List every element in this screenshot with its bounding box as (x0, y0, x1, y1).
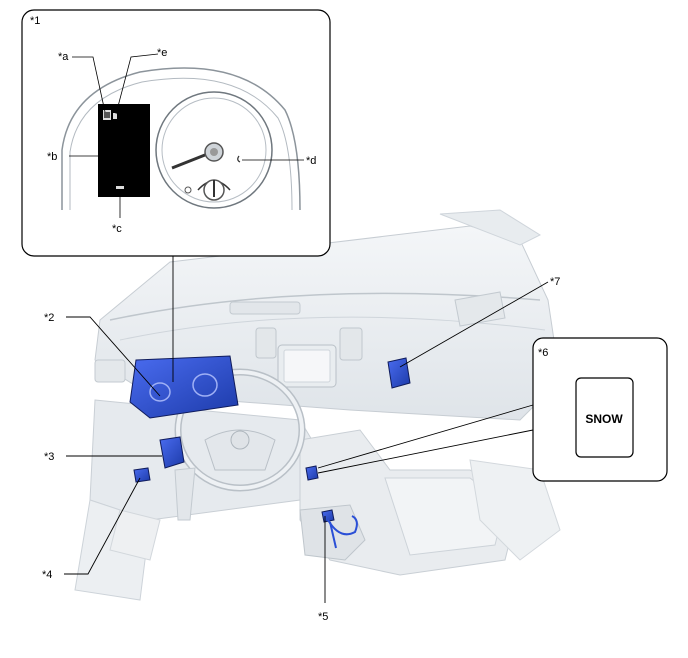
leader-line-4 (64, 477, 141, 575)
inset-snow-switch: SNOW (532, 337, 668, 482)
snow-switch-label: SNOW (585, 412, 623, 426)
callout-c: *c (112, 223, 122, 235)
callout-d: *d (306, 155, 316, 167)
callout-7: *7 (550, 276, 560, 288)
leader-line-2 (66, 316, 161, 397)
callout-6: *6 (538, 347, 548, 359)
leader-line-6a (317, 404, 534, 469)
callout-e: *e (157, 47, 167, 59)
snow-switch-location (305, 465, 319, 481)
component-5-module (321, 509, 358, 549)
callout-2: *2 (44, 312, 54, 324)
inset-combination-meter (21, 9, 331, 257)
leader-line-6b (317, 429, 534, 474)
callout-a: *a (58, 51, 69, 63)
component-7-module (387, 357, 411, 389)
callout-5: *5 (318, 611, 328, 623)
component-4-module (133, 467, 151, 483)
callout-3: *3 (44, 451, 54, 463)
snow-switch-icon (575, 377, 634, 458)
callout-b: *b (47, 151, 57, 163)
callout-4: *4 (42, 569, 52, 581)
component-3-module (159, 436, 185, 469)
callout-1: *1 (30, 15, 40, 27)
combination-meter-assembly (129, 355, 239, 419)
leader-line-7 (399, 281, 549, 368)
